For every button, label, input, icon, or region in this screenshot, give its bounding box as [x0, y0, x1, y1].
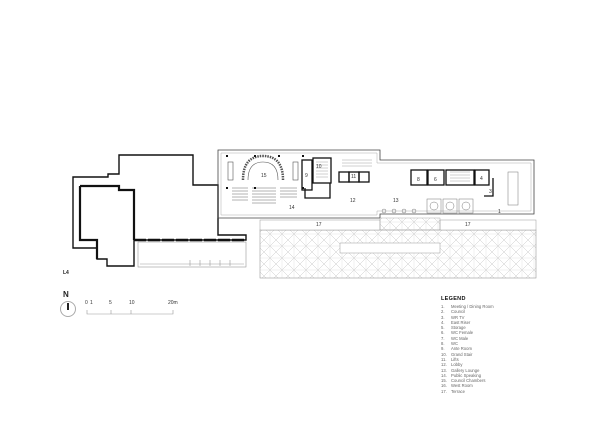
room-tag-12: 12 [350, 198, 356, 204]
legend-item: 9.Ante Room [441, 346, 472, 352]
room-tag-1: 1 [498, 209, 501, 215]
scale-tick-10: 10 [129, 300, 135, 306]
room-tag-15: 15 [261, 173, 267, 179]
level-label: L4 [63, 270, 69, 276]
lower-annex [137, 241, 247, 268]
legend-item: 11.Lifts [441, 356, 459, 362]
legend-item: 15.Council Chambers [441, 378, 486, 384]
north-needle-icon [67, 303, 69, 310]
room-tag-11: 11 [351, 174, 357, 180]
room-tag-17-east: 17 [465, 222, 471, 228]
scale-tick-0: 0 [85, 300, 88, 306]
room-tag-9: 9 [305, 173, 308, 179]
north-arrow: N [58, 290, 78, 320]
room-tag-14: 14 [289, 205, 295, 211]
meeting-table [507, 171, 519, 206]
scale-tick-20: 20m [168, 300, 178, 306]
legend-title: LEGEND [441, 296, 466, 302]
scale-tick-1: 1 [90, 300, 93, 306]
legend-item: 2.Council [441, 309, 465, 315]
legend-item: 6.WC Female [441, 330, 474, 336]
columns [226, 155, 304, 189]
legend-item: 5.Storage [441, 325, 466, 331]
legend-item: 8.WC [441, 341, 458, 347]
scale-tick-5: 5 [109, 300, 112, 306]
new-building [217, 149, 535, 219]
room-tag-4: 4 [480, 176, 483, 182]
room-tag-17-west: 17 [316, 222, 322, 228]
room-tag-10: 10 [316, 164, 322, 170]
legend-item: 10.Grand Stair [441, 351, 473, 357]
legend-item: 7.WC Male [441, 335, 469, 341]
legend-item: 4.East Riser [441, 319, 471, 325]
legend-item: 1.Meeting / Dining Room [441, 304, 494, 309]
terrace [259, 217, 537, 279]
room-tag-13: 13 [393, 198, 399, 204]
stair-treads [316, 159, 470, 182]
legend: LEGEND 1.Meeting / Dining Room 2.Council… [441, 296, 571, 394]
room-tag-6: 6 [434, 177, 437, 183]
legend-item: 3.WR TV [441, 314, 465, 320]
north-label: N [63, 290, 69, 299]
council-chamber [227, 154, 299, 204]
scale-bar-line [86, 310, 174, 315]
gallery-tables [381, 198, 474, 214]
legend-item: 12.Lobby [441, 362, 463, 368]
legend-item: 17.Terrace [441, 388, 465, 394]
room-tag-8: 8 [417, 177, 420, 183]
legend-item: 13.Gallery Lounge [441, 367, 480, 373]
room-tag-3: 3 [489, 189, 492, 195]
north-circle-icon [60, 301, 76, 317]
legend-item: 14.Public Speaking [441, 372, 482, 378]
existing-building [72, 154, 247, 267]
scale-bar: 0 1 5 10 20m [85, 300, 195, 320]
core-walls [301, 157, 494, 199]
legend-item: 16.West Room [441, 383, 473, 389]
